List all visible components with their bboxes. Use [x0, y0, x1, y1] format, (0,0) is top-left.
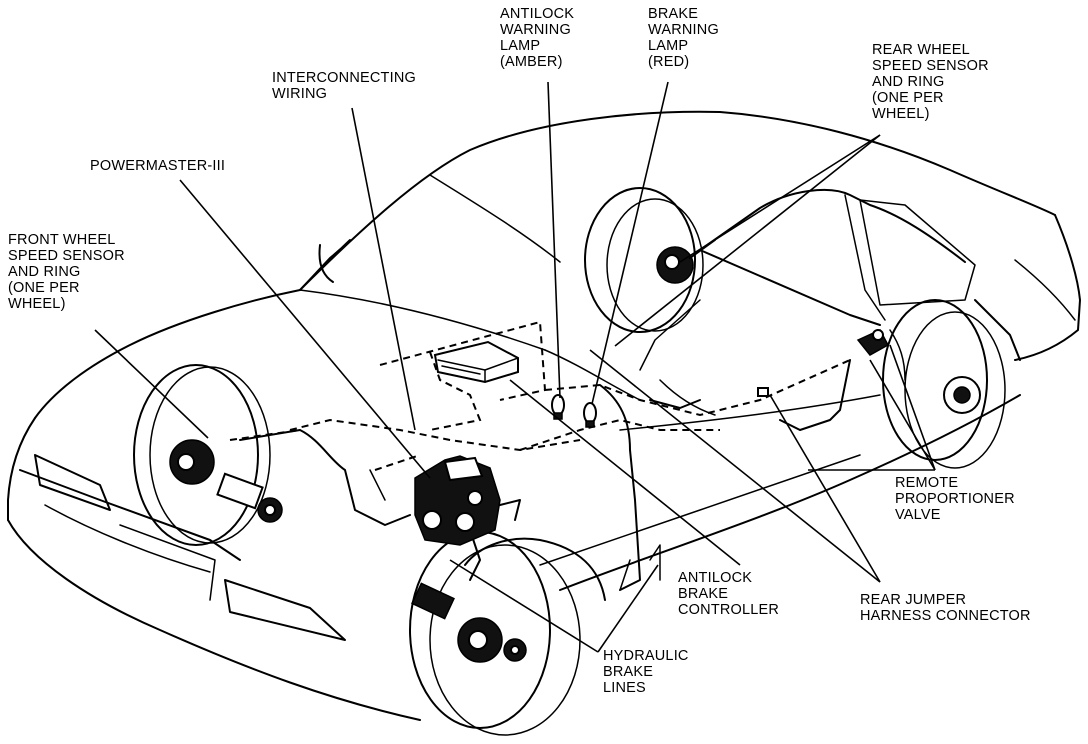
proportioner-valve: [856, 329, 890, 356]
label-remote-proportioner-valve: REMOTE PROPORTIONER VALVE: [895, 475, 1015, 523]
rear-left-wheel: [584, 187, 716, 333]
brake-controller-module: [433, 340, 519, 384]
label-brake-warning-lamp: BRAKE WARNING LAMP (RED): [648, 6, 719, 70]
car-body-outline: [7, 110, 1081, 721]
label-front-wheel-sensor: FRONT WHEEL SPEED SENSOR AND RING (ONE P…: [8, 232, 125, 312]
label-antilock-warning-lamp: ANTILOCK WARNING LAMP (AMBER): [500, 6, 575, 70]
front-left-wheel: [133, 364, 283, 546]
front-right-wheel: [409, 531, 581, 736]
label-powermaster: POWERMASTER-III: [90, 158, 226, 174]
leader-lines: [94, 81, 936, 653]
hydraulic-brake-lines: [239, 359, 851, 591]
label-rear-wheel-sensor: REAR WHEEL SPEED SENSOR AND RING (ONE PE…: [872, 42, 989, 122]
powermaster-unit: [414, 455, 521, 546]
rear-jumper-connector: [757, 387, 769, 397]
label-interconnecting-wiring: INTERCONNECTING WIRING: [272, 70, 416, 102]
warning-lamp-bulb: [551, 394, 597, 428]
rear-right-wheel: [882, 299, 1006, 469]
label-rear-jumper-harness: REAR JUMPER HARNESS CONNECTOR: [860, 592, 1031, 624]
label-hydraulic-brake-lines: HYDRAULIC BRAKE LINES: [603, 648, 689, 696]
label-antilock-brake-controller: ANTILOCK BRAKE CONTROLLER: [678, 570, 780, 618]
